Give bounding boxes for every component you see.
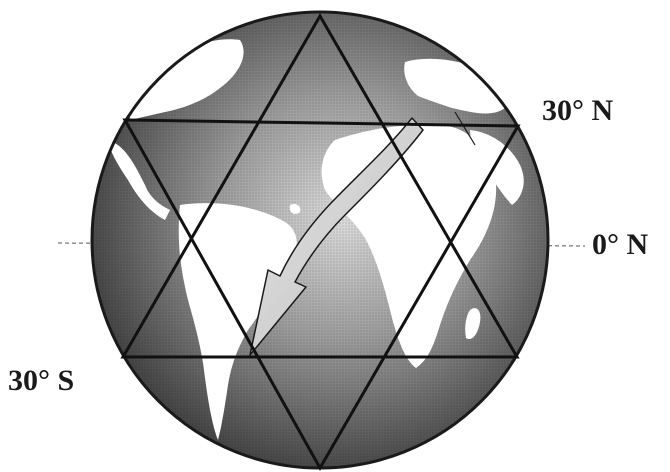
latitude-label-30s: 30° S [8,366,74,396]
latitude-label-30n: 30° N [542,96,613,126]
latitude-label-0n: 0° N [592,230,648,260]
